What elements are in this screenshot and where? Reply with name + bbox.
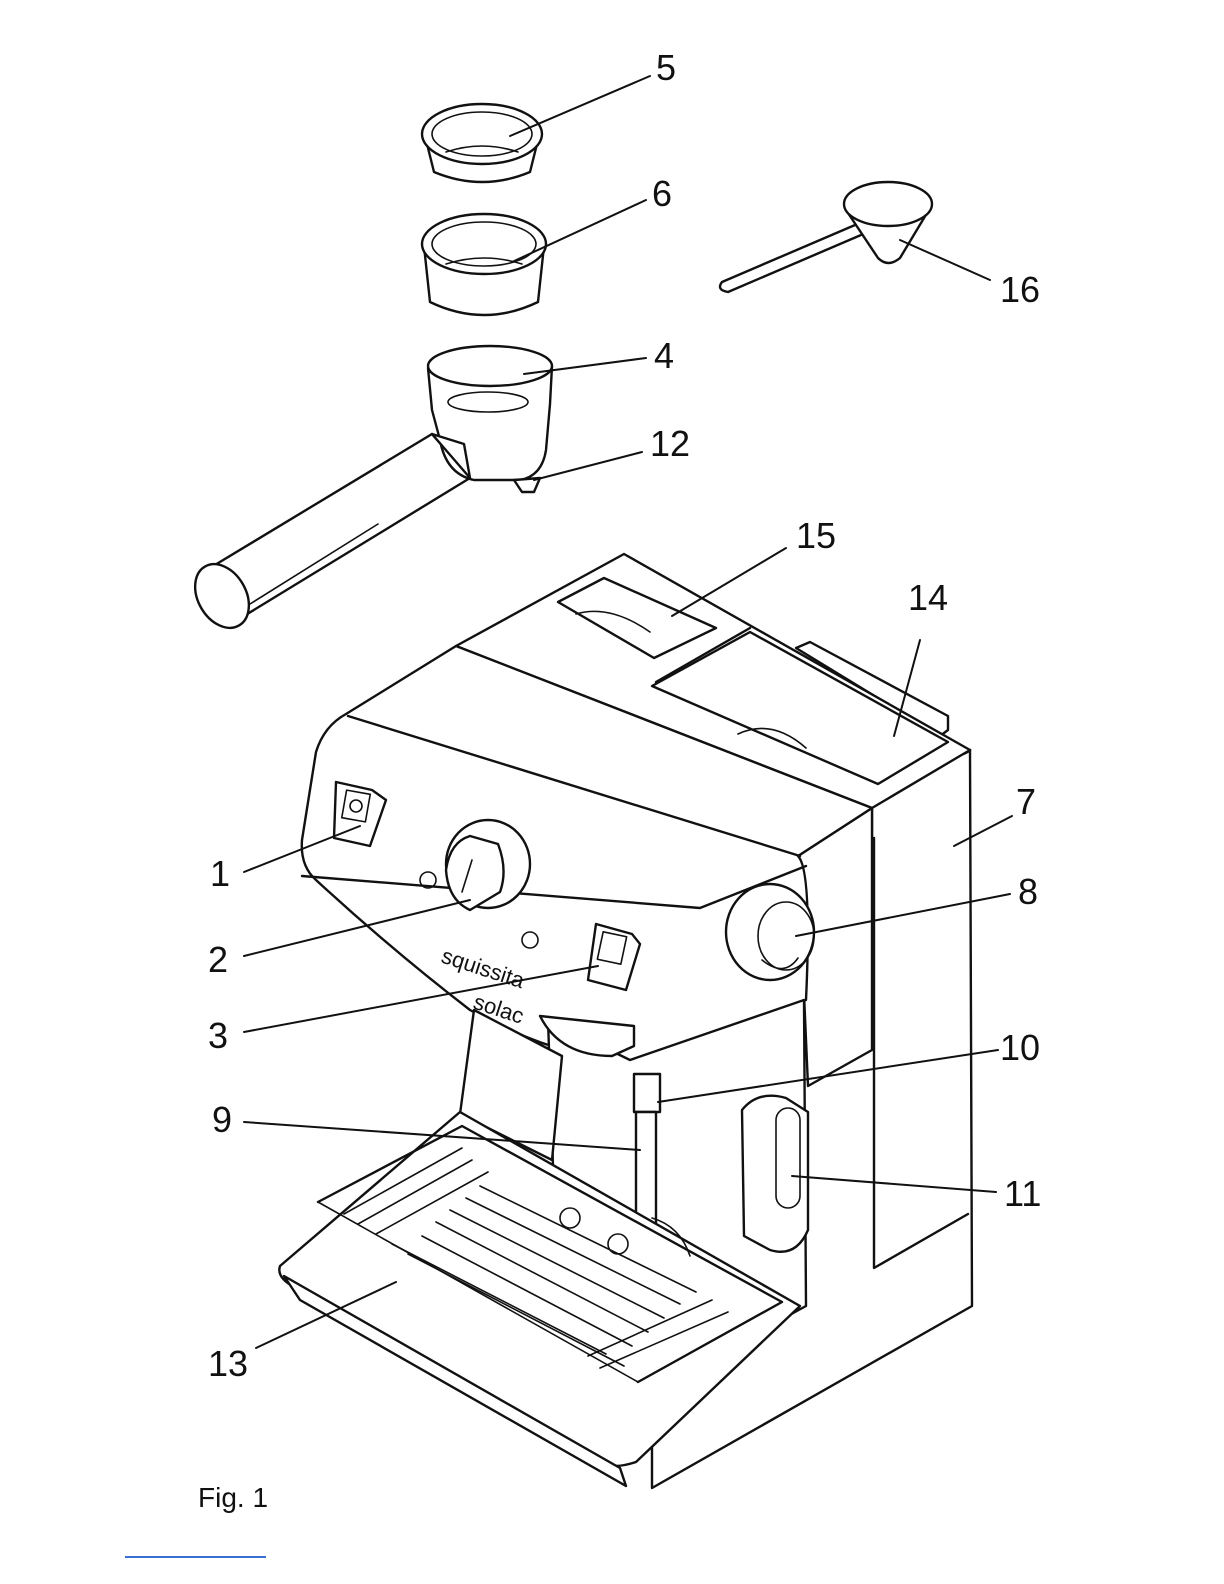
leader-15	[672, 548, 786, 616]
callout-8: 8	[1018, 871, 1038, 912]
callout-11: 11	[1004, 1173, 1041, 1214]
callout-14: 14	[908, 577, 948, 618]
callout-15: 15	[796, 515, 836, 556]
leader-16	[900, 240, 990, 280]
callout-2: 2	[208, 939, 228, 980]
callout-16: 16	[1000, 269, 1040, 310]
filter-single-5	[422, 104, 542, 182]
footer-rule	[125, 1556, 266, 1558]
callout-12: 12	[650, 423, 690, 464]
callout-5: 5	[656, 47, 676, 88]
leader-5	[510, 76, 650, 136]
callout-10: 10	[1000, 1027, 1040, 1068]
leader-12	[534, 452, 642, 480]
callout-13: 13	[208, 1343, 248, 1384]
measuring-spoon-16	[720, 182, 932, 292]
callout-7: 7	[1016, 781, 1036, 822]
callout-4: 4	[654, 335, 674, 376]
callout-6: 6	[652, 173, 672, 214]
filter-double-6	[422, 214, 546, 315]
machine-body: squissita solac	[279, 554, 972, 1488]
callout-3: 3	[208, 1015, 228, 1056]
callout-1: 1	[210, 853, 230, 894]
portafilter-4	[184, 346, 552, 637]
callout-9: 9	[212, 1099, 232, 1140]
figure-caption: Fig. 1	[198, 1482, 268, 1514]
